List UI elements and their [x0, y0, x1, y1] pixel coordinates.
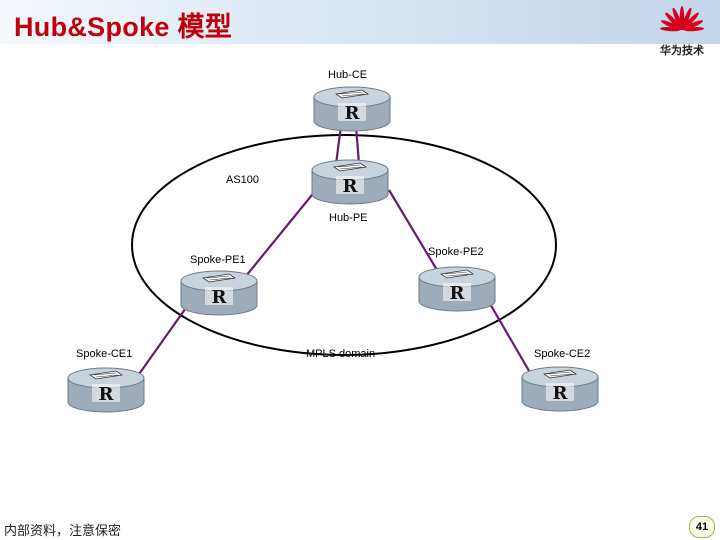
page-title: Hub&Spoke 模型 [14, 12, 233, 42]
link-hubpe-spokepe2 [388, 189, 438, 271]
header-bar: Hub&Spoke 模型 [0, 0, 720, 44]
confidentiality-note: 内部资料，注意保密 [4, 524, 122, 539]
mpls-domain-boundary [131, 134, 557, 356]
link-hubce-hubpe-2 [354, 125, 361, 165]
router-spoke-ce1 [67, 367, 145, 413]
router-hub-ce [313, 86, 391, 132]
router-spoke-ce2 [521, 366, 599, 412]
label-mpls-domain: MPLS domain [306, 348, 376, 360]
link-spokepe2-spokece2 [488, 301, 533, 377]
router-spoke-pe2 [418, 266, 496, 312]
router-hub-pe [311, 159, 389, 205]
link-hubce-hubpe-1 [334, 125, 343, 165]
link-hubpe-spokepe1 [245, 189, 317, 277]
label-spoke-ce1: Spoke-CE1 [76, 348, 133, 360]
label-spoke-pe2: Spoke-PE2 [428, 246, 484, 258]
logo-text: 华为技术 [660, 44, 704, 57]
link-spokepe1-spokece1 [136, 304, 189, 378]
huawei-logo: 华为技术 [654, 4, 710, 57]
label-as100: AS100 [226, 174, 260, 186]
huawei-logo-icon [660, 6, 704, 32]
page-number: 41 [689, 516, 715, 538]
label-hub-pe: Hub-PE [329, 212, 368, 224]
router-spoke-pe1 [180, 270, 258, 316]
label-spoke-ce2: Spoke-CE2 [534, 348, 591, 360]
label-hub-ce: Hub-CE [328, 69, 368, 81]
label-spoke-pe1: Spoke-PE1 [190, 254, 246, 266]
